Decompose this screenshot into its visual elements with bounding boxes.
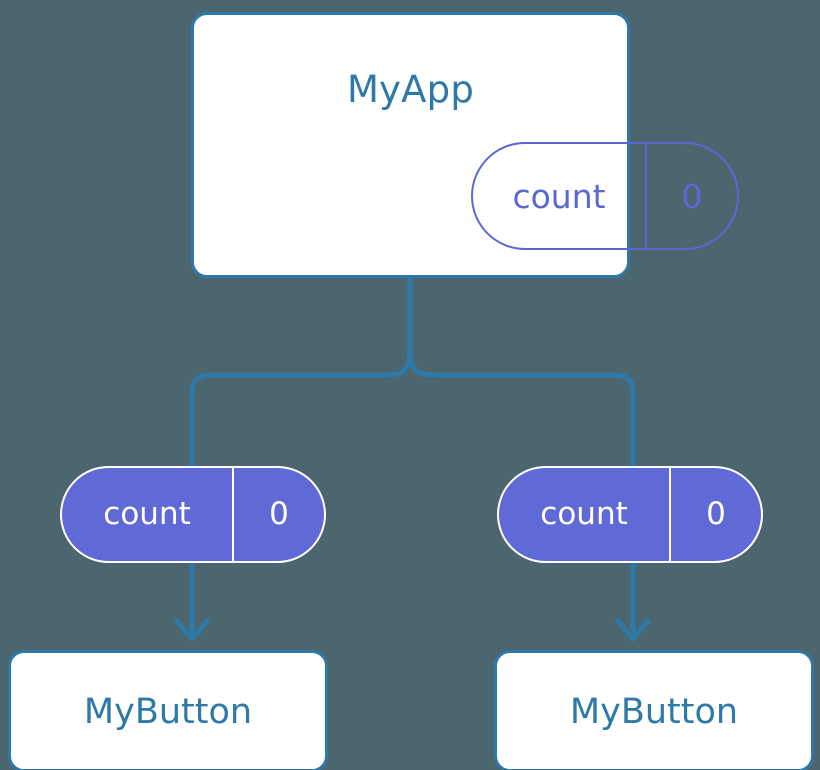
leaf-component-label-right: MyButton [569, 692, 739, 732]
branch-left-state-key: count [103, 496, 191, 532]
branch-left-state-value: 0 [232, 468, 324, 561]
branch-left-state-pill[interactable]: count 0 [60, 466, 326, 563]
branch-right-state-pill[interactable]: count 0 [497, 466, 763, 563]
branch-right-state-key: count [540, 496, 628, 532]
leaf-component-card-left[interactable]: MyButton [8, 650, 328, 770]
root-component-label: MyApp [346, 68, 475, 111]
leaf-component-card-right[interactable]: MyButton [494, 650, 814, 770]
root-state-value: 0 [645, 144, 737, 248]
root-component-card[interactable]: MyApp count 0 [191, 12, 739, 278]
branch-right-line [407, 344, 636, 466]
root-state-key: count [512, 176, 606, 216]
branch-left-line [189, 344, 413, 466]
arrow-right-head [615, 618, 651, 642]
root-state-pill[interactable]: count 0 [471, 142, 739, 250]
arrow-left-head [174, 618, 210, 642]
leaf-component-label-left: MyButton [83, 692, 253, 732]
branch-right-state-value: 0 [669, 468, 761, 561]
